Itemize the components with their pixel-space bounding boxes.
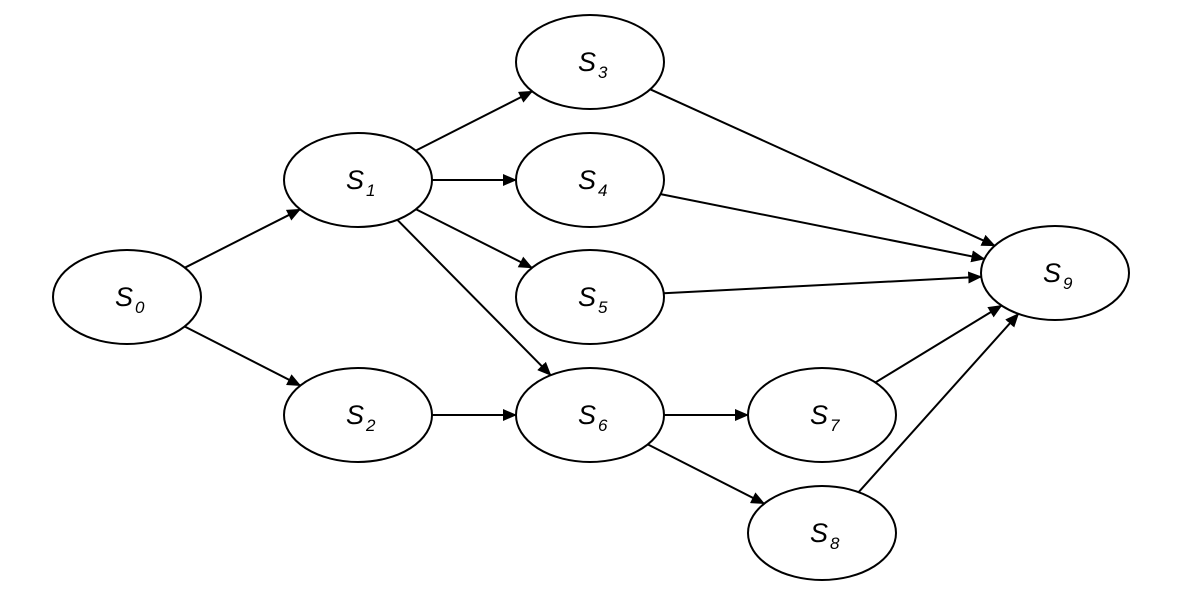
node-label-base: S (578, 282, 596, 312)
node-label-base: S (346, 165, 364, 195)
node-label-subscript: 3 (598, 63, 608, 82)
node-ellipse-s5 (515, 249, 665, 345)
edge-s3-to-s9 (649, 88, 996, 247)
edge-s1-to-s5 (415, 208, 533, 269)
node-label-subscript: 7 (830, 416, 840, 435)
edge-s7-to-s9 (874, 304, 1003, 384)
node-label-subscript: 5 (598, 298, 608, 317)
node-label-subscript: 0 (135, 298, 145, 317)
edge-s1-to-s6 (396, 219, 552, 376)
node-ellipse-s9 (980, 225, 1130, 321)
node-label-base: S (810, 400, 828, 430)
node-label-subscript: 4 (598, 181, 607, 200)
edges-layer (184, 88, 1020, 505)
node-label-base: S (578, 400, 596, 430)
node-label-base: S (810, 518, 828, 548)
node-label-base: S (115, 282, 133, 312)
node-ellipse-s8 (747, 485, 897, 581)
node-label-subscript: 9 (1063, 274, 1073, 293)
node-ellipse-s1 (283, 132, 433, 228)
edge-s1-to-s3 (415, 90, 534, 152)
edge-s4-to-s9 (660, 193, 986, 263)
node-label-base: S (578, 165, 596, 195)
node-label-base: S (346, 400, 364, 430)
node-ellipse-s4 (515, 132, 665, 228)
node-label-base: S (1043, 258, 1061, 288)
edge-s0-to-s2 (184, 325, 302, 387)
node-label-subscript: 2 (365, 416, 376, 435)
node-label-subscript: 8 (830, 534, 840, 553)
node-ellipse-s2 (283, 367, 433, 463)
node-label-subscript: 6 (598, 416, 608, 435)
node-ellipse-s6 (515, 367, 665, 463)
node-label-base: S (578, 47, 596, 77)
node-label-subscript: 1 (366, 181, 375, 200)
edge-s8-to-s9 (857, 313, 1020, 493)
node-ellipse-s3 (515, 14, 665, 110)
edge-s5-to-s9 (663, 271, 983, 295)
edge-s0-to-s1 (184, 208, 302, 269)
edge-s6-to-s8 (647, 443, 766, 505)
node-ellipse-s0 (52, 249, 202, 345)
node-ellipse-s7 (747, 367, 897, 463)
